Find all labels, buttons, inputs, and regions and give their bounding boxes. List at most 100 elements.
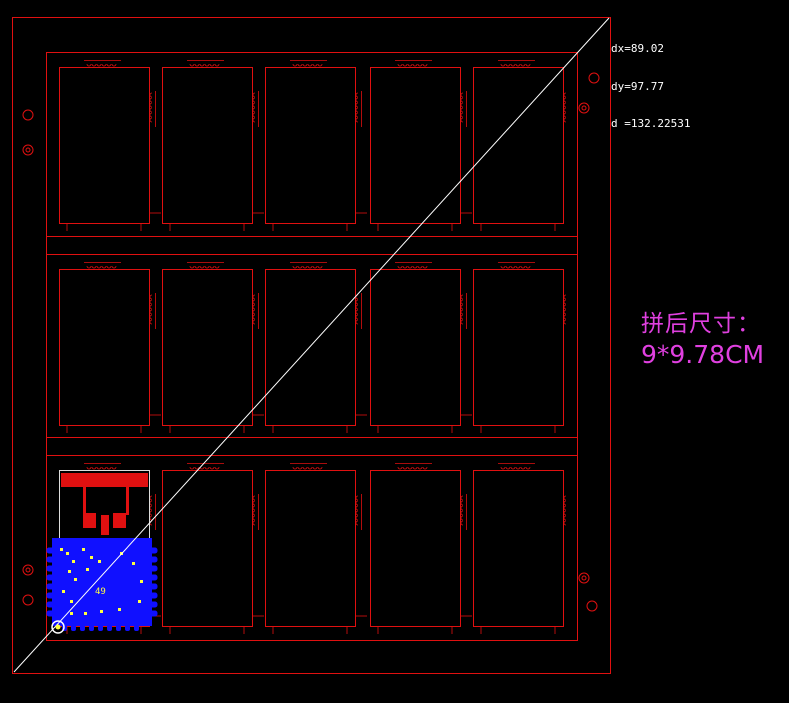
module-pad [116,624,121,631]
module-pad [80,624,85,631]
tab-side [460,294,464,325]
measure-dy: dy=97.77 [611,79,664,93]
board-outline [265,262,367,433]
module-board: 49 [46,470,158,631]
tooling-hole [22,594,34,606]
module-pad [149,610,158,617]
module-pad [149,565,158,572]
module-pad [149,583,158,590]
board-outline [59,262,161,433]
tab-top [189,265,220,269]
silk-dot [74,578,77,581]
board-outline [370,60,472,231]
tab-side [355,92,359,123]
tab-top [397,466,428,470]
tab-side [149,92,153,123]
board-outline [162,60,264,231]
silk-dot [132,562,135,565]
board-outline [370,262,472,433]
board-outline [473,262,567,433]
silk-dot [138,600,141,603]
module-label: 49 [95,587,106,597]
measure-dx: dx=89.02 [611,42,664,55]
tab-side [252,495,256,526]
panel-size-annotation: 拼后尺寸： 9*9.78CM [641,308,764,370]
silk-dot [84,612,87,615]
module-pad [125,624,130,631]
module-pad [149,556,158,563]
tab-top [292,63,323,67]
panel-outline-layer [12,17,611,674]
module-pad [149,601,158,608]
board-outline [162,262,264,433]
measure-line-group [13,17,610,673]
silk-dot [118,608,121,611]
module-pad [107,624,112,631]
module-pad [46,565,55,572]
tab-top [500,63,531,67]
tooling-holes [22,72,600,612]
module-pad [149,547,158,554]
tab-top [86,466,117,470]
tab-side [149,294,153,325]
board-outline [370,463,472,634]
board-outline [265,463,367,634]
tab-top [397,63,428,67]
panel-inner-frame [46,52,578,641]
panel-outer-frame [12,17,611,674]
module-pad [46,610,55,617]
silk-dot [70,600,73,603]
antenna-pad-mid [101,515,109,535]
tab-top [86,265,117,269]
module-pad [98,624,103,631]
tab-top [292,466,323,470]
silk-dot [72,560,75,563]
silk-dot [90,556,93,559]
module-silkscreen: 49 [60,548,143,615]
silk-dot [62,590,65,593]
measure-start-dot [55,624,61,630]
measure-start-marker [51,620,65,634]
tooling-hole [586,600,598,612]
board-outline [473,60,567,231]
tab-side [355,294,359,325]
panel-size-value: 9*9.78CM [641,340,765,369]
tooling-hole [588,72,600,84]
tooling-hole [22,564,34,576]
tab-side [460,495,464,526]
module-edge-pads [46,547,158,631]
tooling-hole [22,144,34,156]
tab-top [189,466,220,470]
module-pad [46,601,55,608]
tab-top [292,265,323,269]
rail-lines [46,236,578,456]
tab-side [355,495,359,526]
module-pad [89,624,94,631]
tab-top [86,63,117,67]
tab-top [500,265,531,269]
antenna-trace-top [61,473,148,487]
tab-side [460,92,464,123]
module-pad [46,574,55,581]
module-pad [46,556,55,563]
tooling-hole [22,109,34,121]
module-pad [46,583,55,590]
module-pad [134,624,139,631]
tab-side [252,92,256,123]
silk-dot [60,548,63,551]
antenna-trace-left [83,487,86,515]
module-pad [71,624,76,631]
module-pad [46,547,55,554]
board-outline [265,60,367,231]
silk-dot [68,570,71,573]
tab-top [500,466,531,470]
measure-readout: dx=89.02 dy=97.77 d =132.22531 [611,18,690,143]
tab-top [397,265,428,269]
tab-side [252,294,256,325]
panel-size-label: 拼后尺寸： [641,311,761,337]
board-outline [162,463,264,634]
module-pad [149,592,158,599]
board-outlines [59,60,567,634]
silk-dot [82,548,85,551]
